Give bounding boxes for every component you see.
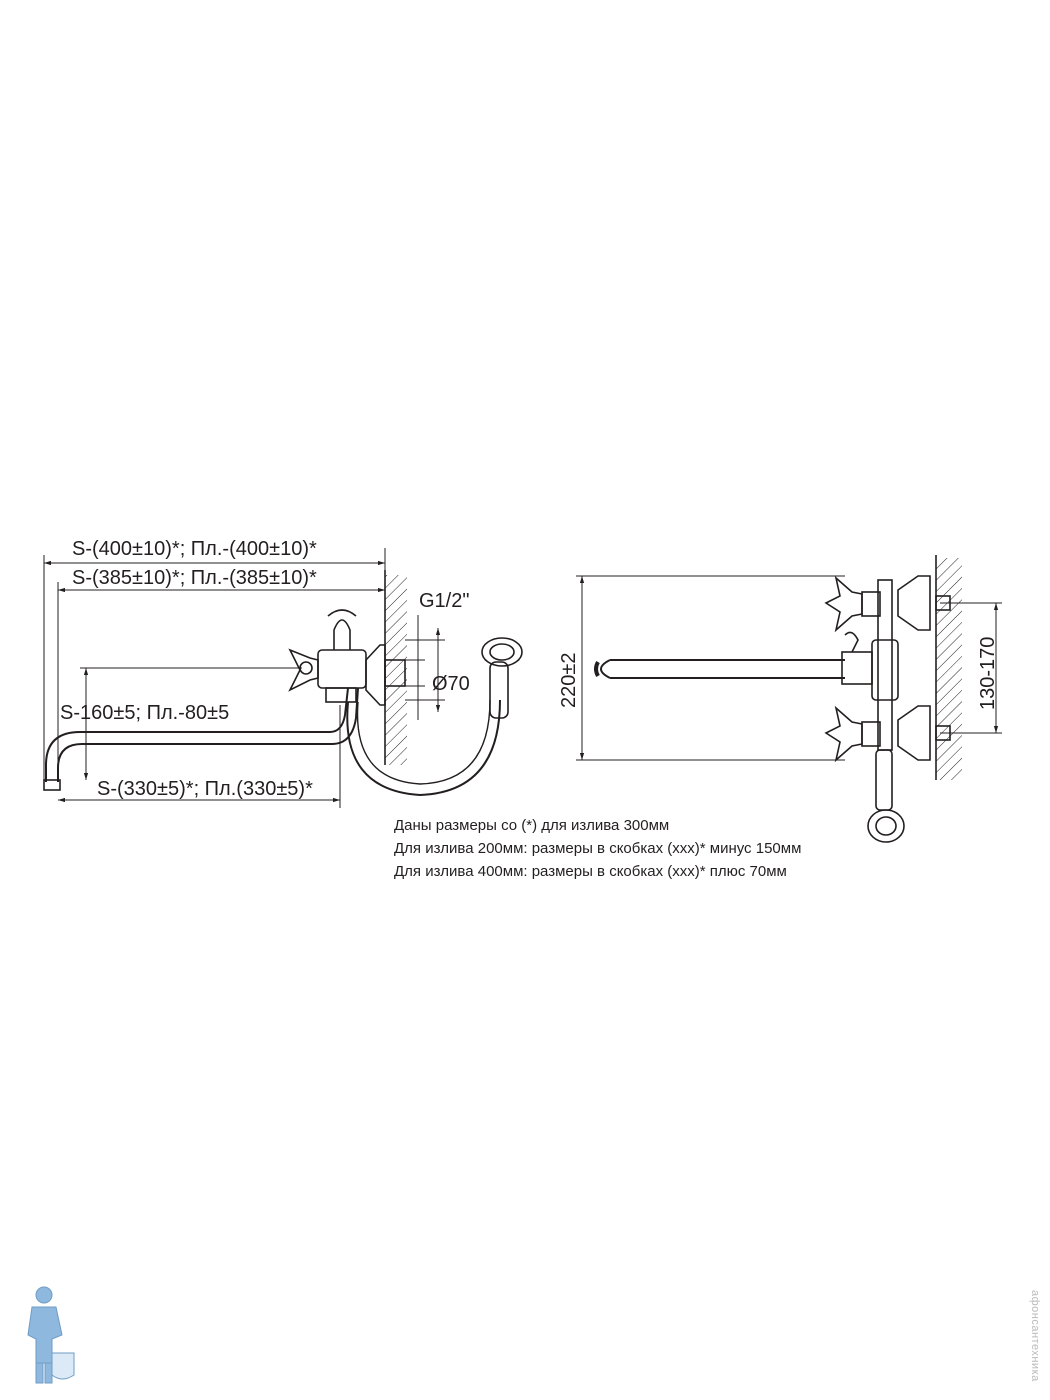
label-thread: G1/2" — [419, 590, 469, 612]
cross-handle-left — [288, 648, 319, 692]
wall-hatch-right — [936, 558, 962, 780]
shower-hose — [346, 699, 501, 797]
hand-shower-side-head — [867, 809, 905, 843]
spout-connector — [841, 651, 873, 685]
mixer-body-lower — [325, 687, 357, 703]
label-spout-length-inner: S-(385±10)*; Пл.-(385±10)* — [72, 567, 317, 589]
left-view — [43, 548, 523, 808]
watermark-text: афонсантехника — [1029, 1290, 1041, 1382]
upper-flange — [897, 575, 931, 631]
spout-end — [594, 661, 600, 677]
right-view — [576, 555, 1002, 843]
shower-holder-clip — [327, 609, 357, 617]
inlet-fitting — [384, 659, 406, 687]
shower-holder — [333, 619, 351, 650]
upper-valve — [861, 591, 881, 617]
dimension-notes: Даны размеры со (*) для излива 300мм Для… — [394, 814, 801, 883]
label-spout-reach: S-(330±5)*; Пл.(330±5)* — [97, 778, 313, 800]
spout-side — [600, 659, 845, 679]
note-line-3: Для излива 400мм: размеры в скобках (xxx… — [394, 863, 787, 880]
shower-hose-inner — [356, 699, 491, 785]
flange — [365, 644, 386, 706]
label-spout-length-outer: S-(400±10)*; Пл.-(400±10)* — [72, 538, 317, 560]
spout-pipe-inner — [57, 687, 359, 782]
spout-aerator — [43, 779, 61, 791]
spout-pipe — [45, 687, 349, 782]
label-flange-diameter: Ø70 — [432, 673, 470, 695]
note-line-1: Даны размеры со (*) для излива 300мм — [394, 817, 670, 834]
wall-hatch-left — [385, 575, 407, 765]
mixer-body — [317, 649, 367, 689]
hand-shower-side-handle — [875, 749, 893, 811]
label-overall-height: 220±2 — [558, 653, 580, 708]
lower-valve — [861, 721, 881, 747]
lower-inlet — [935, 725, 951, 741]
center-body — [871, 639, 899, 701]
lower-flange — [897, 705, 931, 761]
hand-shower-handle — [489, 661, 509, 719]
hand-shower-head — [481, 637, 523, 667]
lower-cross-handle — [824, 705, 863, 763]
hand-shower-face — [489, 643, 515, 661]
note-line-2: Для излива 200мм: размеры в скобках (xxx… — [394, 840, 802, 857]
upper-inlet — [935, 595, 951, 611]
plumber-logo-icon — [27, 1286, 75, 1384]
label-spout-height: S-160±5; Пл.-80±5 — [60, 702, 229, 724]
label-inlet-spacing: 130-170 — [977, 637, 999, 710]
diverter-knob — [844, 631, 859, 653]
hand-shower-side-face — [875, 816, 897, 836]
handle-hub-left — [299, 661, 313, 675]
upper-cross-handle — [824, 575, 863, 633]
